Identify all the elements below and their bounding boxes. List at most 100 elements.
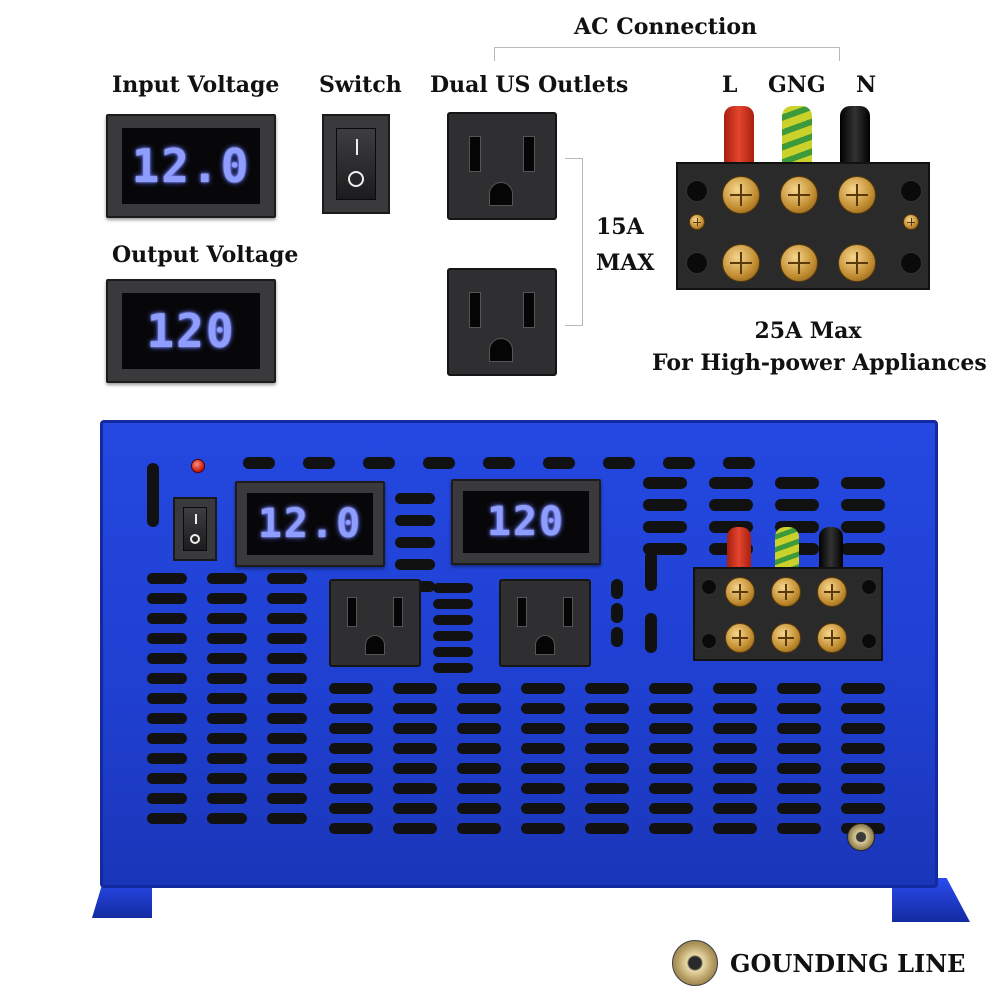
vent-slot xyxy=(585,683,629,694)
vent-slot xyxy=(841,521,885,533)
vent-slot xyxy=(777,783,821,794)
on-mark-icon xyxy=(356,139,358,155)
vent-slot xyxy=(147,593,187,604)
vent-slot xyxy=(713,683,757,694)
vent-slot xyxy=(643,499,687,511)
vent-slot xyxy=(207,753,247,764)
vent-slot xyxy=(521,763,565,774)
vent-slot xyxy=(457,743,501,754)
vent-slot xyxy=(329,703,373,714)
vent-slot xyxy=(457,703,501,714)
vent-slot xyxy=(457,763,501,774)
vent-slot xyxy=(207,593,247,604)
vent-slot xyxy=(483,457,515,469)
vent-slot xyxy=(395,559,435,570)
vent-slot xyxy=(457,683,501,694)
vent-slot xyxy=(841,703,885,714)
vent-slot xyxy=(433,615,473,625)
vent-slot xyxy=(649,823,693,834)
vent-slot xyxy=(207,693,247,704)
vent-slot xyxy=(395,515,435,526)
vent-slot xyxy=(393,763,437,774)
inverter-input-meter: 12.0 xyxy=(235,481,385,567)
vent-slot xyxy=(713,823,757,834)
vent-slot xyxy=(267,593,307,604)
vent-slot xyxy=(649,783,693,794)
vent-slot xyxy=(329,823,373,834)
vent-slot xyxy=(775,499,819,511)
power-switch-rocker[interactable] xyxy=(183,507,207,551)
vent-slot xyxy=(433,599,473,609)
terminal-l-label: L xyxy=(722,72,738,98)
ac-terminal-block[interactable] xyxy=(693,527,883,661)
vent-slot xyxy=(267,613,307,624)
inverter-output-reading: 120 xyxy=(486,499,566,545)
vent-slot xyxy=(329,803,373,814)
ac-outlet-right[interactable] xyxy=(499,579,591,667)
power-led-icon xyxy=(191,459,205,473)
vent-slot xyxy=(393,823,437,834)
vent-slot xyxy=(147,773,187,784)
vent-slot xyxy=(457,803,501,814)
vent-slot xyxy=(777,723,821,734)
vent-slot xyxy=(649,703,693,714)
vent-slot xyxy=(207,733,247,744)
vent-slot xyxy=(207,773,247,784)
vent-slot xyxy=(207,813,247,824)
vent-slot xyxy=(329,783,373,794)
vent-slot xyxy=(841,783,885,794)
vent-slot xyxy=(643,521,687,533)
grounding-label: GOUNDING LINE xyxy=(730,949,966,978)
output-voltage-label: Output Voltage xyxy=(112,242,299,268)
vent-slot xyxy=(713,703,757,714)
vent-slot xyxy=(303,457,335,469)
terminal-screw-icon xyxy=(780,176,818,214)
output-voltage-reading: 120 xyxy=(146,304,236,358)
vent-slot xyxy=(267,693,307,704)
vent-slot xyxy=(267,733,307,744)
vent-slot xyxy=(207,793,247,804)
vent-slot xyxy=(841,543,885,555)
vent-slot xyxy=(585,743,629,754)
terminal-n-label: N xyxy=(856,72,877,98)
vent-slot xyxy=(457,823,501,834)
on-mark-icon xyxy=(195,514,197,524)
terminal-screw-icon[interactable] xyxy=(725,577,755,607)
terminal-screw-icon xyxy=(722,244,760,282)
vent-slot xyxy=(267,793,307,804)
vent-slot xyxy=(147,713,187,724)
vent-slot xyxy=(585,763,629,774)
vent-slot xyxy=(543,457,575,469)
terminal-screw-icon[interactable] xyxy=(817,577,847,607)
ac-outlet-left[interactable] xyxy=(329,579,421,667)
vent-slot xyxy=(393,743,437,754)
vent-slot xyxy=(723,457,755,469)
terminal-screw-icon xyxy=(722,176,760,214)
terminal-screw-icon[interactable] xyxy=(725,623,755,653)
vent-slot xyxy=(611,579,623,599)
dual-outlets-label: Dual US Outlets xyxy=(430,72,629,98)
outlet-legend-bottom xyxy=(447,268,557,376)
input-voltage-meter: 12.0 xyxy=(106,114,276,218)
vent-slot xyxy=(207,633,247,644)
terminal-screw-icon[interactable] xyxy=(771,577,801,607)
vent-slot xyxy=(267,713,307,724)
vent-slot xyxy=(433,583,473,593)
vent-slot xyxy=(393,723,437,734)
vent-slot xyxy=(649,723,693,734)
vent-slot xyxy=(457,783,501,794)
vent-slot xyxy=(207,653,247,664)
vent-slot xyxy=(521,803,565,814)
terminal-screw-icon[interactable] xyxy=(817,623,847,653)
terminal-screw-icon[interactable] xyxy=(771,623,801,653)
terminal-block-legend xyxy=(676,100,930,292)
vent-slot xyxy=(585,703,629,714)
terminal-rating-line1: 25A Max xyxy=(754,318,862,344)
vent-slot xyxy=(521,743,565,754)
grounding-bolt-icon[interactable] xyxy=(847,823,875,851)
vent-slot xyxy=(395,537,435,548)
vent-slot xyxy=(207,673,247,684)
vent-slot xyxy=(207,613,247,624)
power-switch[interactable] xyxy=(173,497,217,561)
vent-slot xyxy=(713,723,757,734)
